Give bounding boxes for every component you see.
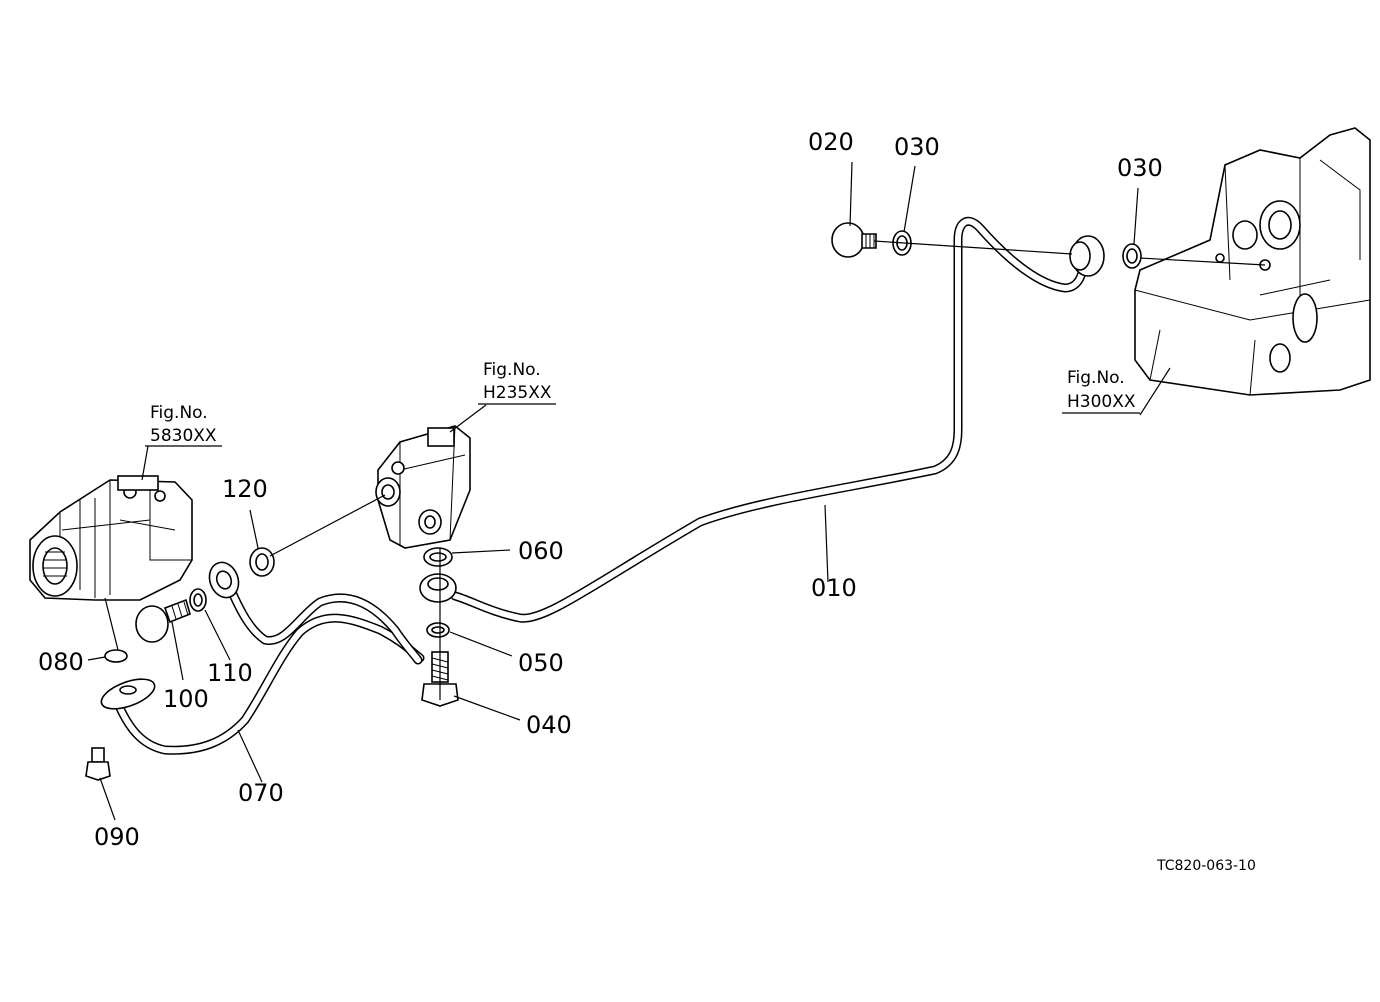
figure-caption: Fig.No. [483, 360, 541, 380]
hydraulic-pump [29, 475, 193, 601]
part-030-washer-b [1122, 243, 1142, 269]
figure-number: H235XX [483, 383, 552, 403]
figure-callout-valve: Fig.No. H235XX [478, 360, 556, 405]
part-060-washer [423, 547, 453, 567]
part-050-washer [426, 622, 450, 638]
leader-lines [87, 161, 1171, 821]
label-060: 060 [518, 537, 564, 565]
lift-housing [1134, 127, 1371, 396]
label-010: 010 [811, 574, 857, 602]
figure-caption: Fig.No. [1067, 368, 1125, 388]
label-080: 080 [38, 648, 84, 676]
part-120-washer [249, 547, 275, 577]
label-040: 040 [526, 711, 572, 739]
figure-number: H300XX [1067, 392, 1136, 412]
label-120: 120 [222, 475, 268, 503]
drawing-code: TC820-063-10 [1156, 858, 1256, 874]
figure-caption: Fig.No. [150, 403, 208, 423]
control-valve [375, 425, 471, 549]
figure-callout-housing: Fig.No. H300XX [1062, 368, 1140, 414]
alignment-lines [104, 240, 1266, 700]
pipe-010-lower-eye [419, 573, 457, 603]
pipe-070-eye [208, 561, 240, 599]
figure-number: 5830XX [150, 426, 217, 446]
pipe-010-banjo-eye [1069, 235, 1105, 277]
pipe-070 [115, 587, 425, 755]
label-100: 100 [163, 685, 209, 713]
label-020: 020 [808, 128, 854, 156]
label-110: 110 [207, 659, 253, 687]
label-090: 090 [94, 823, 140, 851]
pipe-flange [100, 678, 156, 710]
part-090-fitting [85, 747, 111, 781]
part-080-o-ring [104, 649, 128, 663]
figure-callout-pump: Fig.No. 5830XX [145, 403, 222, 447]
part-020-plug [831, 222, 877, 258]
label-030-a: 030 [894, 133, 940, 161]
pipe-010 [450, 216, 1088, 623]
part-labels: 020 030 030 010 060 050 040 070 080 090 … [38, 128, 1163, 851]
label-070: 070 [238, 779, 284, 807]
label-050: 050 [518, 649, 564, 677]
part-110-washer [189, 588, 207, 612]
label-030-b: 030 [1117, 154, 1163, 182]
part-100-bolt [135, 598, 191, 643]
